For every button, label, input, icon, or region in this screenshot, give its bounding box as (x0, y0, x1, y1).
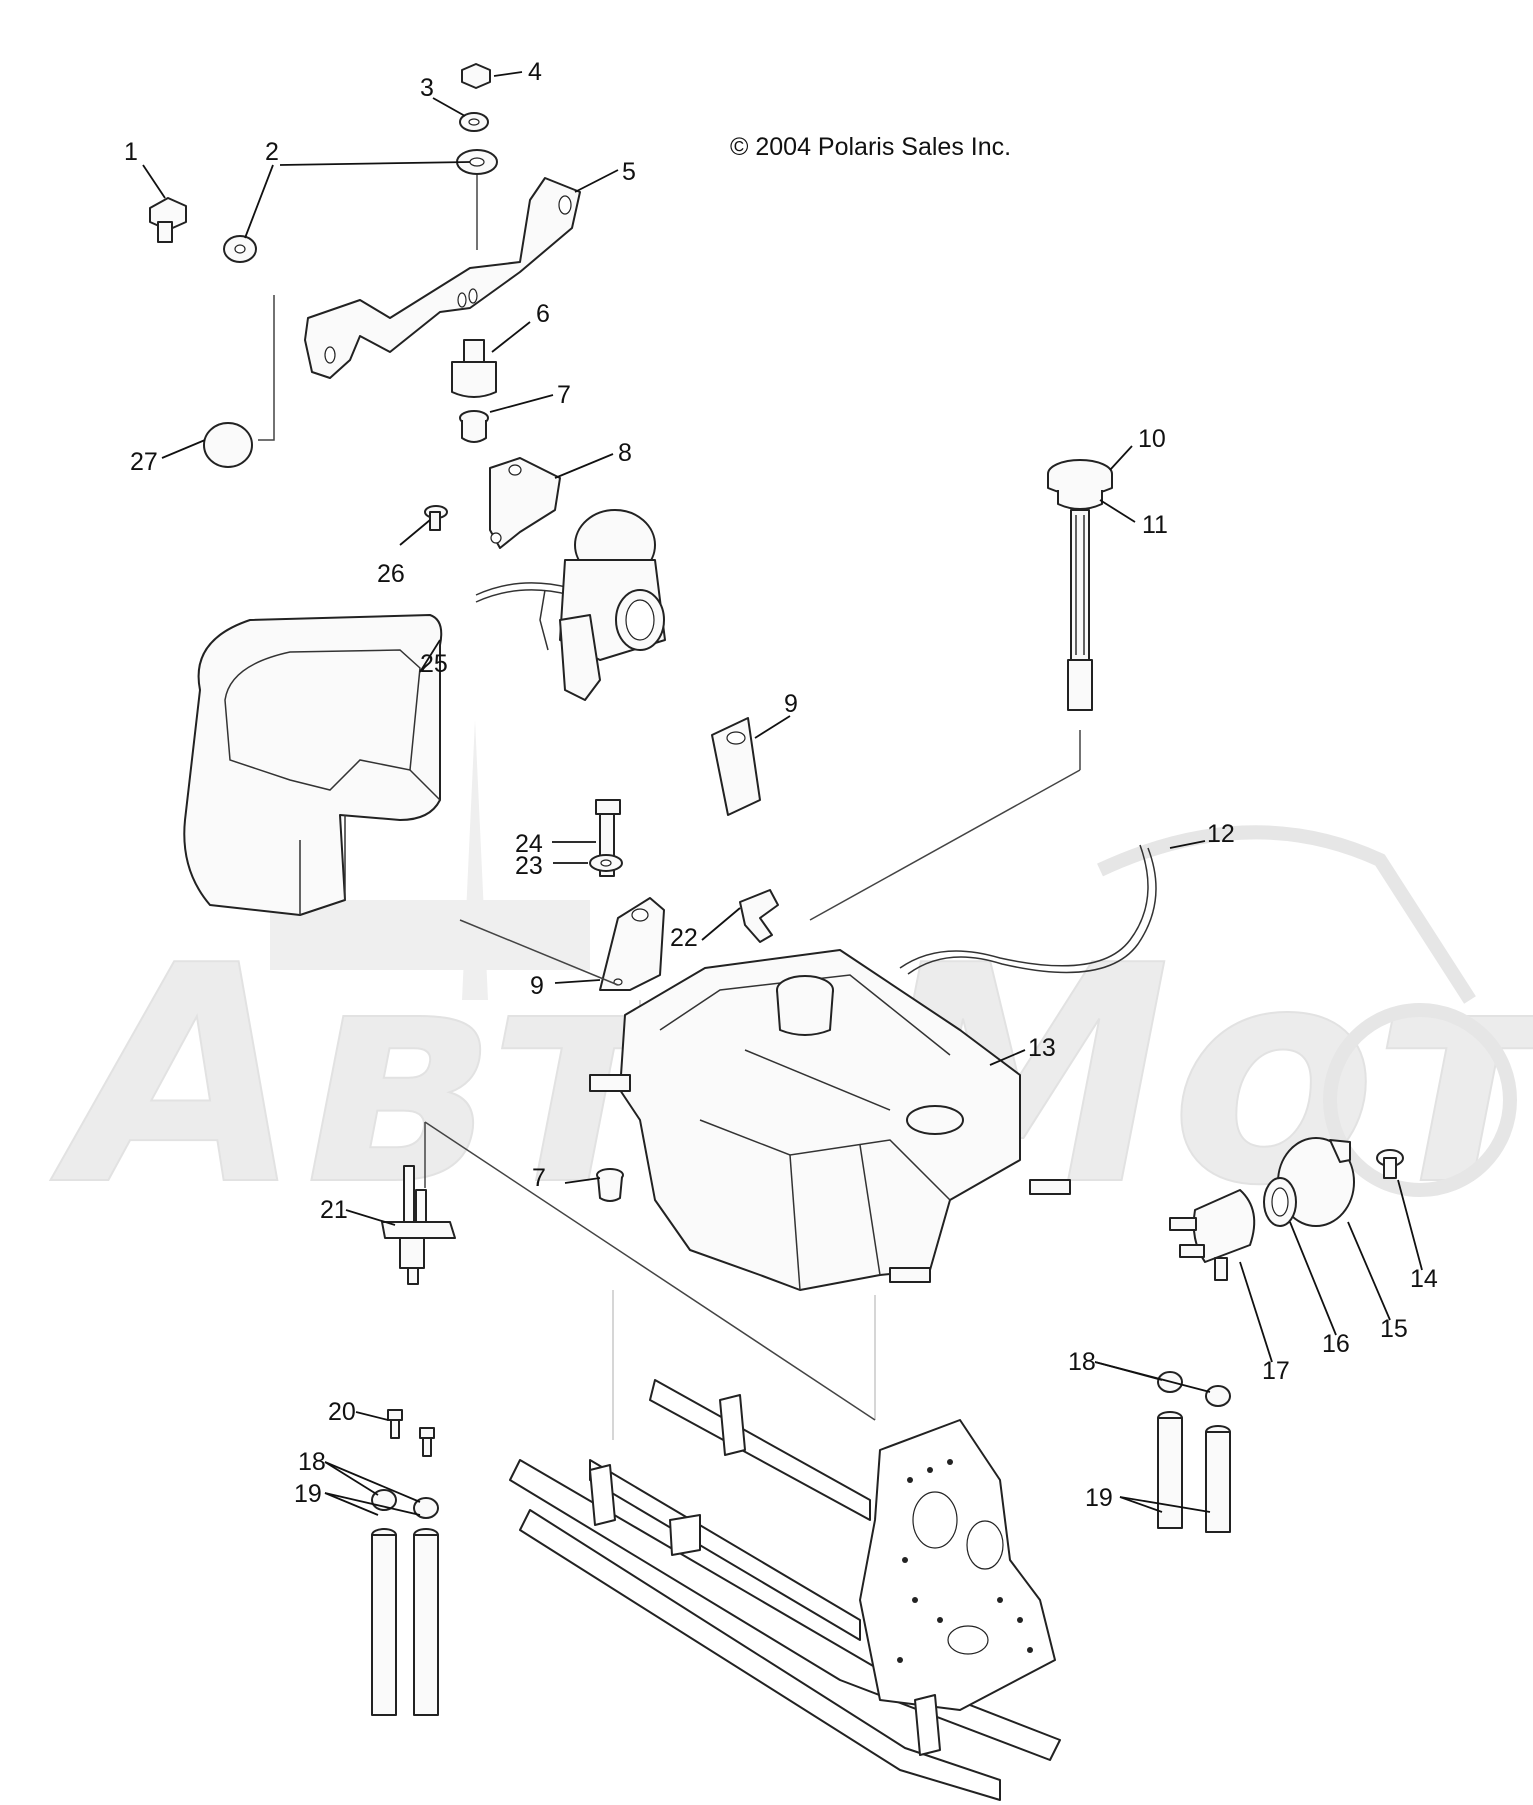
callout-23: 23 (515, 852, 543, 880)
rubber-mount-part-6 (451, 339, 497, 398)
callout-labels: 1 2 3 4 5 6 7 8 26 27 25 10 11 9 24 23 2… (124, 58, 1438, 1512)
callout-19-left: 19 (294, 1480, 322, 1508)
callout-22: 22 (670, 924, 698, 952)
callout-3: 3 (420, 74, 434, 102)
callout-18-right: 18 (1068, 1348, 1096, 1376)
callout-21: 21 (320, 1196, 348, 1224)
post-part-19-left (371, 1528, 439, 1716)
carburetor-bracket-part-8 (489, 457, 561, 549)
callout-2: 2 (265, 138, 279, 166)
nut-part-16 (1263, 1177, 1297, 1227)
callout-18-left: 18 (298, 1448, 326, 1476)
callout-20: 20 (328, 1398, 356, 1426)
rubber-cap-part-27 (203, 422, 253, 468)
fuel-pump-part-17 (1169, 1189, 1256, 1281)
clip-part-9-top (711, 717, 761, 816)
callout-9-top: 9 (784, 690, 798, 718)
carburetor-assembly (475, 509, 666, 701)
callout-5: 5 (622, 158, 636, 186)
watermark-motorcycle-icon (1097, 825, 1517, 1197)
fuel-cap-part-10 (1047, 459, 1113, 496)
washer-part-2 (223, 149, 498, 263)
callout-11: 11 (1142, 511, 1168, 539)
callout-9-bottom: 9 (530, 972, 544, 1000)
callout-27: 27 (130, 448, 158, 476)
mounting-bracket-part-5 (304, 177, 581, 379)
leader-lines (142, 71, 1423, 1516)
callout-17: 17 (1262, 1357, 1290, 1385)
nut-part-4 (461, 63, 491, 89)
fuel-tank-part-13 (589, 949, 1071, 1291)
callout-12: 12 (1207, 820, 1235, 848)
washer-part-23 (589, 854, 623, 872)
callout-25: 25 (420, 650, 448, 678)
chassis-frame (509, 1379, 1061, 1801)
vent-hose-part-12 (899, 844, 1157, 975)
cap-part-18-left (371, 1489, 439, 1519)
lock-washer-part-3 (459, 112, 489, 132)
bushing-part-7-top (459, 410, 489, 443)
elbow-fitting-part-22 (739, 889, 779, 943)
bushing-part-7-lower (596, 1168, 624, 1202)
callout-13: 13 (1028, 1034, 1056, 1062)
callout-7-lower: 7 (532, 1164, 546, 1192)
callout-8: 8 (618, 439, 632, 467)
callout-10: 10 (1138, 425, 1166, 453)
callout-26: 26 (377, 560, 405, 588)
foam-pad-part-25 (183, 614, 443, 916)
callout-19-right: 19 (1085, 1484, 1113, 1512)
watermark-spire-icon (270, 720, 590, 1000)
screw-part-20 (387, 1409, 435, 1457)
callout-4: 4 (528, 58, 542, 86)
callout-1: 1 (124, 138, 138, 166)
screw-part-26 (424, 505, 448, 531)
callout-15: 15 (1380, 1315, 1408, 1343)
fuel-gauge-part-11 (1057, 490, 1103, 711)
callout-14: 14 (1410, 1265, 1438, 1293)
callout-6: 6 (536, 300, 550, 328)
screw-part-14 (1376, 1149, 1404, 1179)
bolt-part-1 (149, 197, 187, 243)
copyright-notice: © 2004 Polaris Sales Inc. (730, 133, 1011, 161)
callout-7: 7 (557, 381, 571, 409)
callout-24: 24 (515, 830, 543, 858)
callout-16: 16 (1322, 1330, 1350, 1358)
fuel-valve-part-21 (381, 1165, 456, 1285)
cap-part-18-right (1157, 1371, 1231, 1407)
post-part-19-right (1157, 1411, 1231, 1533)
clip-part-9-bottom (599, 897, 665, 991)
